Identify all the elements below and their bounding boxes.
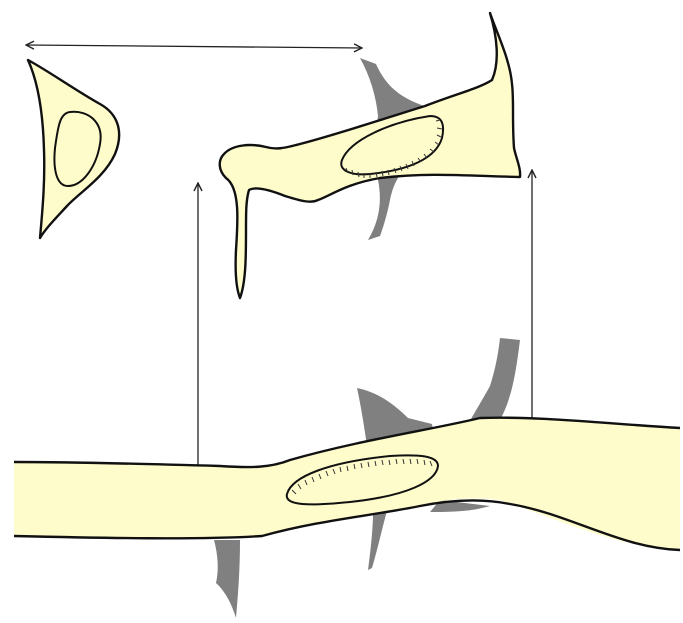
bent-bone-shape [220,13,520,298]
cross-section-shape [28,60,119,238]
long-bone-shape [14,418,680,550]
double-headed-arrow [26,45,362,48]
